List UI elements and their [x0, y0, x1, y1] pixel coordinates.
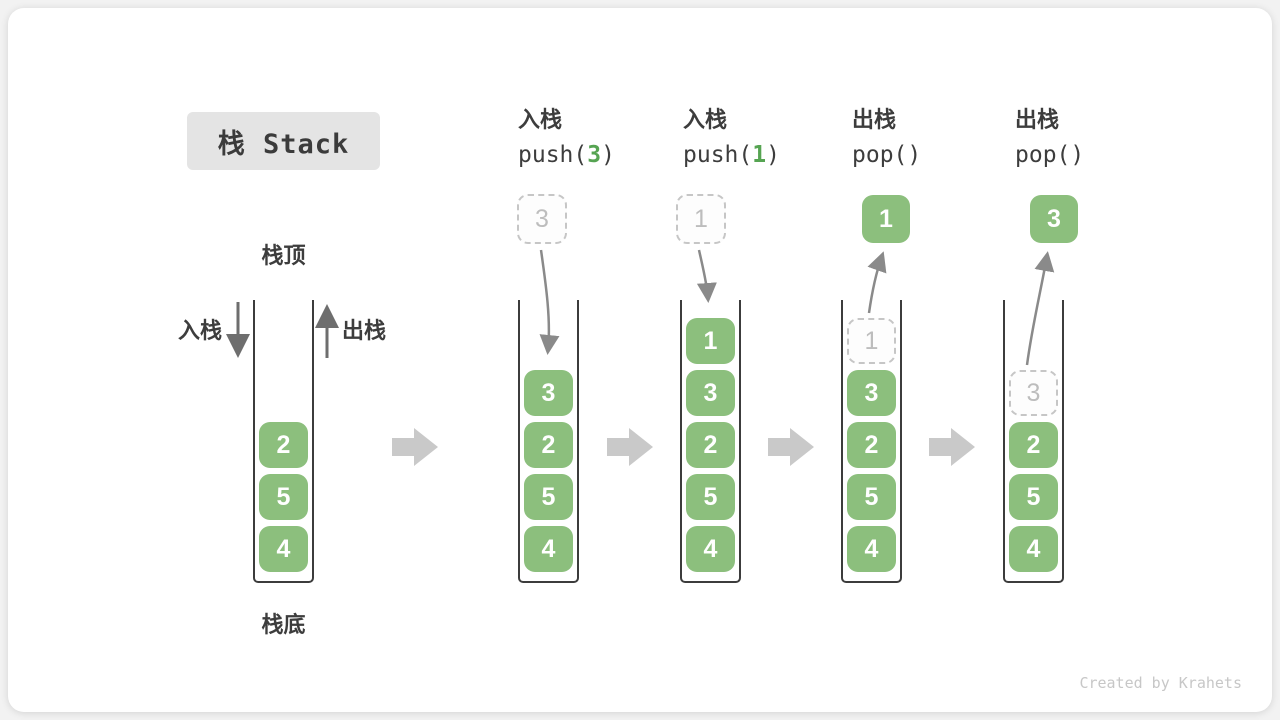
stack-container-push-3: 3 2 5 4 [518, 300, 579, 583]
op-code: pop() [1015, 141, 1175, 169]
stack-cell: 5 [259, 474, 308, 520]
code-prefix: pop( [1015, 142, 1071, 168]
diagram-title-box: 栈 Stack [187, 112, 380, 170]
stack-cell: 2 [686, 422, 735, 468]
stack-cell: 4 [686, 526, 735, 572]
op-name-cn: 出栈 [852, 107, 897, 132]
push-direction-label: 入栈 [177, 318, 222, 343]
floating-value-pop-1: 1 [862, 195, 910, 243]
stack-cell-popped: 1 [847, 318, 896, 364]
stage-label-push-3: 入栈 push(3) [518, 106, 678, 169]
stack-cell: 2 [524, 422, 573, 468]
op-name-cn: 入栈 [518, 107, 563, 132]
stack-cell: 4 [847, 526, 896, 572]
stack-cell: 5 [524, 474, 573, 520]
code-suffix: ) [766, 142, 780, 168]
stack-container-initial: 2 5 4 [253, 300, 314, 583]
stack-cell: 3 [686, 370, 735, 416]
stack-container-pop-1: 1 3 2 5 4 [841, 300, 902, 583]
op-name-cn: 入栈 [683, 107, 728, 132]
stage-label-push-1: 入栈 push(1) [683, 106, 843, 169]
stack-cell: 5 [847, 474, 896, 520]
code-suffix: ) [907, 142, 922, 168]
stack-cell: 2 [259, 422, 308, 468]
stack-cell: 2 [847, 422, 896, 468]
code-prefix: pop( [852, 142, 908, 168]
stack-cell: 4 [1009, 526, 1058, 572]
code-suffix: ) [601, 142, 615, 168]
floating-value-push-1: 1 [676, 194, 726, 244]
op-code: push(1) [683, 141, 843, 169]
floating-value-push-3: 3 [517, 194, 567, 244]
stage-label-pop-2: 出栈 pop() [1015, 106, 1175, 169]
stack-container-pop-2: 3 2 5 4 [1003, 300, 1064, 583]
op-name-cn: 出栈 [1015, 107, 1060, 132]
code-suffix: ) [1070, 142, 1085, 168]
stack-cell: 2 [1009, 422, 1058, 468]
stack-cell: 3 [524, 370, 573, 416]
op-code: push(3) [518, 141, 678, 169]
code-arg: 1 [752, 142, 767, 168]
stack-cell: 4 [524, 526, 573, 572]
stack-container-push-1: 1 3 2 5 4 [680, 300, 741, 583]
stack-cell: 4 [259, 526, 308, 572]
watermark: Created by Krahets [1079, 674, 1242, 692]
pop-direction-label: 出栈 [342, 318, 387, 343]
stage-label-pop-1: 出栈 pop() [852, 106, 1012, 169]
op-code: pop() [852, 141, 1012, 169]
stack-cell: 1 [686, 318, 735, 364]
code-prefix: push( [518, 142, 588, 168]
diagram-title: 栈 Stack [217, 128, 350, 160]
code-prefix: push( [683, 142, 753, 168]
floating-value-pop-3: 3 [1030, 195, 1078, 243]
stack-cell: 5 [1009, 474, 1058, 520]
stack-cell-popped: 3 [1009, 370, 1058, 416]
stack-cell: 5 [686, 474, 735, 520]
stack-cell: 3 [847, 370, 896, 416]
stack-bottom-label: 栈底 [261, 612, 306, 637]
stack-top-label: 栈顶 [261, 243, 306, 268]
code-arg: 3 [587, 142, 602, 168]
